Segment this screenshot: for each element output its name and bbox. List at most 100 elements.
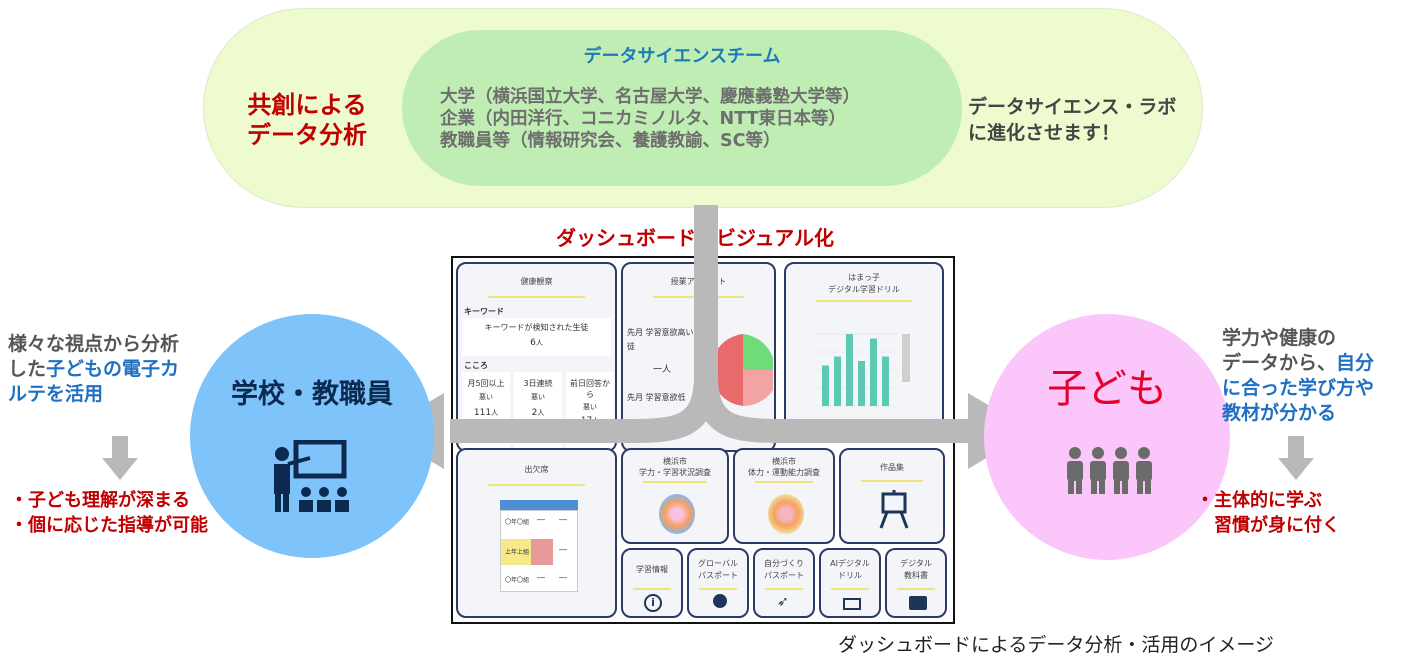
right-result-list: ・主体的に学ぶ 習慣が身に付く — [1196, 488, 1340, 538]
radar-chart-icon — [659, 494, 695, 534]
city-academic-panel[interactable]: 横浜市 学力・学習状況調査 — [621, 448, 729, 544]
left-result1: ・子ども理解が深まる — [10, 490, 190, 511]
city-fitness-title2: 体力・運動能力調査 — [748, 468, 820, 477]
globe-icon — [713, 594, 727, 608]
team-universities: 大学（横浜国立大学、名古屋大学、慶應義塾大学等） — [440, 87, 860, 107]
tile-learning-info[interactable]: 学習情報 i — [621, 548, 683, 618]
stat1-value: 111人 — [473, 408, 499, 418]
tile-global-passport[interactable]: グローバル パスポート — [687, 548, 749, 618]
attendance-panel[interactable]: 出欠席 〇年〇組 ― ― 上年上組 ― 〇年〇組 ― ― — [456, 448, 617, 618]
tile-label: デジタル — [900, 559, 932, 568]
chart-bar — [882, 356, 889, 406]
right-text-line3: に合った学び方や — [1222, 377, 1375, 399]
city-academic-title2: 学力・学習状況調査 — [639, 468, 711, 477]
attendance-cell: 上年上組 — [505, 549, 530, 556]
left-text-line2b: 子どもの電子カ — [46, 358, 180, 380]
down-arrow-right — [1278, 436, 1314, 480]
tile-digital-textbook[interactable]: デジタル 教科書 — [885, 548, 947, 618]
stat2-label: 3日連続 — [523, 379, 553, 388]
drill-panel[interactable]: はまっ子 デジタル学習ドリル — [784, 262, 944, 432]
stat1-sub: 悪い — [479, 393, 493, 401]
keyword-heading: キーワード — [464, 307, 504, 316]
cocreation-line2: データ分析 — [247, 121, 367, 149]
right-benefit-text: 学力や健康の データから、自分 に合った学び方や 教材が分かる — [1222, 326, 1402, 426]
child-circle — [984, 314, 1230, 560]
keyword-value: 6人 — [530, 338, 543, 348]
drill-bar-chart — [816, 333, 910, 407]
city-fitness-title1: 横浜市 — [772, 457, 796, 466]
rocket-icon: ➶ — [777, 594, 789, 610]
keyword-card: キーワードが検知された生徒 6人 — [462, 318, 611, 356]
left-result2: ・個に応じた指導が可能 — [10, 515, 208, 536]
attendance-cell: 〇年〇組 — [505, 577, 530, 584]
chart-bar — [858, 361, 865, 406]
cocreation-line1: 共創による — [247, 91, 367, 119]
attendance-cell: ― — [559, 573, 567, 582]
attendance-header — [500, 500, 578, 510]
city-fitness-panel[interactable]: 横浜市 体力・運動能力調査 — [733, 448, 835, 544]
school-label: 学校・教職員 — [231, 379, 393, 410]
pie-chart — [713, 334, 773, 407]
health-title: 健康観察 — [520, 277, 553, 286]
attendance-title: 出欠席 — [524, 465, 549, 474]
book-icon — [843, 598, 861, 610]
stat3-label1: 前日回答か — [570, 379, 610, 388]
right-result1: ・主体的に学ぶ — [1196, 490, 1322, 511]
tile-self-passport[interactable]: 自分づくり パスポート ➶ — [753, 548, 815, 618]
chart-bar — [834, 356, 841, 406]
tile-ai-drill[interactable]: AIデジタル ドリル — [819, 548, 881, 618]
tile-label: パスポート — [698, 571, 738, 580]
tile-label: AIデジタル — [830, 559, 870, 568]
left-analysis-text: 様々な視点から分析 した子どもの電子カ ルテを活用 — [8, 332, 208, 407]
attendance-cell: 〇年〇組 — [505, 519, 530, 526]
chart-bar — [822, 365, 829, 406]
stat3-sub: 悪い — [583, 403, 597, 411]
works-panel[interactable]: 作品集 — [839, 448, 945, 544]
stat2-sub: 悪い — [531, 393, 545, 401]
attendance-cell: ― — [537, 515, 545, 524]
survey-row1-label: 先月 学習意欲高い生徒 — [627, 328, 702, 351]
children-icon — [1067, 447, 1152, 494]
left-text-line2a: した — [8, 358, 47, 380]
legend-bar — [902, 334, 910, 382]
tile-label: パスポート — [764, 571, 804, 580]
teacher-icon — [274, 440, 349, 512]
drill-title1: はまっ子 — [848, 273, 880, 282]
tile-label: ドリル — [838, 571, 862, 580]
chart-bar — [870, 338, 877, 406]
attendance-cell: ― — [537, 573, 545, 582]
survey-row2-label: 先月 学習意欲低 — [627, 393, 686, 402]
easel-icon — [879, 490, 909, 529]
left-result-list: ・子ども理解が深まる ・個に応じた指導が可能 — [10, 488, 208, 538]
pie-slice-pink — [743, 370, 773, 407]
child-label: 子ども — [1047, 366, 1167, 412]
right-result2: 習慣が身に付く — [1196, 515, 1340, 536]
attendance-cell: ― — [559, 515, 567, 524]
info-icon: i — [644, 594, 662, 612]
works-title: 作品集 — [880, 463, 904, 472]
school-circle — [190, 314, 434, 558]
evolve-text: データサイエンス・ラボ に進化させます！ — [968, 94, 1178, 146]
stat3-label2: ら — [586, 390, 594, 399]
evolve-line2: に進化させます！ — [968, 122, 1121, 144]
team-companies: 企業（内田洋行、コニカミノルタ、NTT東日本等） — [440, 109, 846, 129]
right-text-line1: 学力や健康の — [1222, 327, 1337, 349]
evolve-line1: データサイエンス・ラボ — [968, 96, 1177, 118]
tile-label: 学習情報 — [636, 565, 668, 574]
cocreation-label: 共創による データ分析 — [222, 90, 392, 150]
pie-slice-red — [713, 334, 743, 406]
attendance-grid: 〇年〇組 ― ― 上年上組 ― 〇年〇組 ― ― — [500, 510, 578, 592]
down-arrow-left — [102, 436, 138, 480]
city-academic-title1: 横浜市 — [663, 457, 687, 466]
kokoro-heading: こころ — [464, 361, 488, 370]
stat1-label: 月5回以上 — [467, 379, 505, 388]
attendance-cell: ― — [559, 545, 567, 554]
stat2-value: 2人 — [531, 408, 545, 418]
tile-label: 教科書 — [904, 571, 928, 580]
figure-caption: ダッシュボードによるデータ分析・活用のイメージ — [838, 634, 1275, 656]
textbook-icon — [909, 596, 927, 610]
flow-arrow-right-branch — [694, 374, 970, 443]
right-text-line4: 教材が分かる — [1222, 402, 1337, 424]
tile-label: グローバル — [698, 559, 738, 568]
left-text-line1: 様々な視点から分析 — [8, 333, 180, 355]
